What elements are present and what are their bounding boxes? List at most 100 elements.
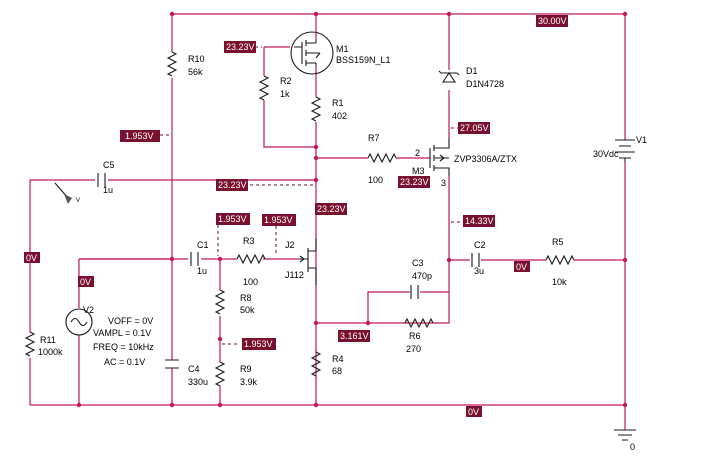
svg-text:0V: 0V (26, 253, 37, 263)
vlabel-ground-rail: 0V (466, 406, 482, 417)
vlabel-c2-out: 0V (514, 261, 530, 272)
r5-name: R5 (552, 237, 564, 247)
m3-value: ZVP3306A/ZTX (454, 154, 517, 164)
vlabel-m3-gate: 23.23V (398, 176, 430, 188)
resistor-r4[interactable]: R4 68 (310, 351, 344, 377)
r11-value: 1000k (38, 347, 63, 357)
resistor-r1[interactable]: R1 402 (310, 96, 347, 122)
r1-name: R1 (332, 98, 344, 108)
svg-text:14.33V: 14.33V (465, 216, 494, 226)
svg-text:23.23V: 23.23V (218, 180, 247, 190)
svg-text:27.05V: 27.05V (460, 123, 489, 133)
svg-text:23.23V: 23.23V (226, 42, 255, 52)
capacitor-c5[interactable]: C5 1u (97, 160, 115, 195)
r2-name: R2 (280, 76, 292, 86)
vlabel-m3-source: 27.05V (458, 122, 490, 134)
jfet-j2[interactable]: J2 J112 (285, 238, 317, 285)
c1-name: C1 (197, 240, 209, 250)
zener-diode-d1[interactable]: D1 D1N4728 (438, 66, 504, 89)
resistor-r7[interactable]: R7 100 (367, 133, 397, 185)
c3-value: 470p (412, 271, 432, 281)
capacitor-c2[interactable]: C2 3u (471, 240, 486, 276)
svg-text:23.23V: 23.23V (317, 204, 346, 214)
c5-value: 1u (103, 185, 113, 195)
resistor-r9[interactable]: R9 3.9k (214, 361, 258, 387)
v2-param-ac: AC = 0.1V (104, 357, 145, 367)
dc-source-v1[interactable]: V1 30Vdc (593, 135, 647, 162)
svg-text:0V: 0V (468, 407, 479, 417)
resistor-r8[interactable]: R8 50k (214, 289, 255, 315)
d1-value: D1N4728 (466, 79, 504, 89)
resistor-r2[interactable]: R2 1k (258, 75, 292, 101)
mosfet-m1[interactable]: M1 BSS159N_L1 (290, 31, 391, 75)
c4-value: 330u (188, 377, 208, 387)
svg-text:0V: 0V (516, 262, 527, 272)
r4-value: 68 (332, 366, 342, 376)
r9-value: 3.9k (240, 377, 258, 387)
r5-value: 10k (552, 277, 567, 287)
vlabel-r11-top: 0V (24, 252, 40, 263)
resistor-r5[interactable]: R5 10k (545, 237, 575, 287)
probe-leaders (160, 46, 462, 345)
resistor-r3[interactable]: R3 100 (236, 236, 266, 287)
ground-label: 0 (630, 442, 635, 452)
vlabel-supply: 30.00V (536, 15, 568, 27)
r3-value: 100 (243, 277, 258, 287)
svg-text:1.953V: 1.953V (264, 215, 293, 225)
r3-name: R3 (243, 236, 255, 246)
svg-text:V: V (76, 198, 80, 204)
capacitor-c3[interactable]: C3 470p (410, 258, 432, 299)
junction-dots (76, 11, 628, 408)
svg-text:23.23V: 23.23V (400, 177, 429, 187)
mosfet-m3[interactable]: 2 3 M3 ZVP3306A/ZTX (412, 138, 517, 188)
v1-name: V1 (636, 135, 647, 145)
r10-value: 56k (188, 67, 203, 77)
vlabel-r3-left: 1.953V (216, 213, 250, 225)
capacitor-c4[interactable]: C4 330u (165, 359, 208, 387)
r10-name: R10 (188, 54, 205, 64)
v2-name: V2 (83, 305, 94, 315)
ground-icon: 0 (614, 429, 636, 452)
capacitor-c1[interactable]: C1 1u (190, 240, 209, 276)
svg-text:0V: 0V (80, 277, 91, 287)
r8-name: R8 (240, 293, 252, 303)
vlabel-j2-drain: 23.23V (315, 203, 347, 215)
d1-name: D1 (466, 66, 478, 76)
vlabel-r10-tap: 1.953V (120, 130, 160, 142)
r1-value: 402 (332, 111, 347, 121)
vlabel-r3-right: 1.953V (262, 214, 296, 226)
resistor-r10[interactable]: R10 56k (166, 51, 205, 77)
m3-name: M3 (412, 166, 425, 176)
vlabel-j2-source: 3.161V (338, 330, 370, 342)
voltage-probe-icon[interactable]: V (54, 182, 80, 204)
ac-source-v2[interactable]: V2 VOFF = 0V VAMPL = 0.1V FREQ = 10kHz A… (65, 305, 154, 367)
r11-name: R11 (40, 335, 56, 345)
resistor-r6[interactable]: R6 270 (404, 317, 434, 354)
j2-value: J112 (285, 270, 304, 280)
m1-value: BSS159N_L1 (336, 55, 391, 65)
m3-pin3: 3 (441, 178, 446, 188)
v2-param-vampl: VAMPL = 0.1V (93, 328, 151, 338)
r6-name: R6 (409, 331, 421, 341)
c2-name: C2 (474, 240, 486, 250)
r2-value: 1k (280, 89, 290, 99)
svg-text:30.00V: 30.00V (538, 16, 567, 26)
svg-text:1.953V: 1.953V (125, 131, 154, 141)
resistor-r11[interactable]: R11 1000k (24, 331, 63, 357)
r6-value: 270 (406, 344, 421, 354)
vlabel-m3-drain: 14.33V (463, 215, 495, 227)
r7-value: 100 (368, 175, 383, 185)
j2-name: J2 (285, 240, 295, 250)
c1-value: 1u (197, 266, 207, 276)
vlabel-r8-mid: 1.953V (242, 338, 276, 350)
vlabel-m1-gate: 23.23V (224, 41, 256, 53)
c3-name: C3 (412, 258, 424, 268)
c5-name: C5 (103, 160, 115, 170)
vlabel-v2-top: 0V (78, 276, 94, 287)
svg-text:1.953V: 1.953V (218, 214, 247, 224)
v1-value: 30Vdc (593, 149, 619, 159)
v2-param-freq: FREQ = 10kHz (93, 342, 154, 352)
r4-name: R4 (332, 354, 344, 364)
m3-pin2: 2 (415, 148, 420, 158)
